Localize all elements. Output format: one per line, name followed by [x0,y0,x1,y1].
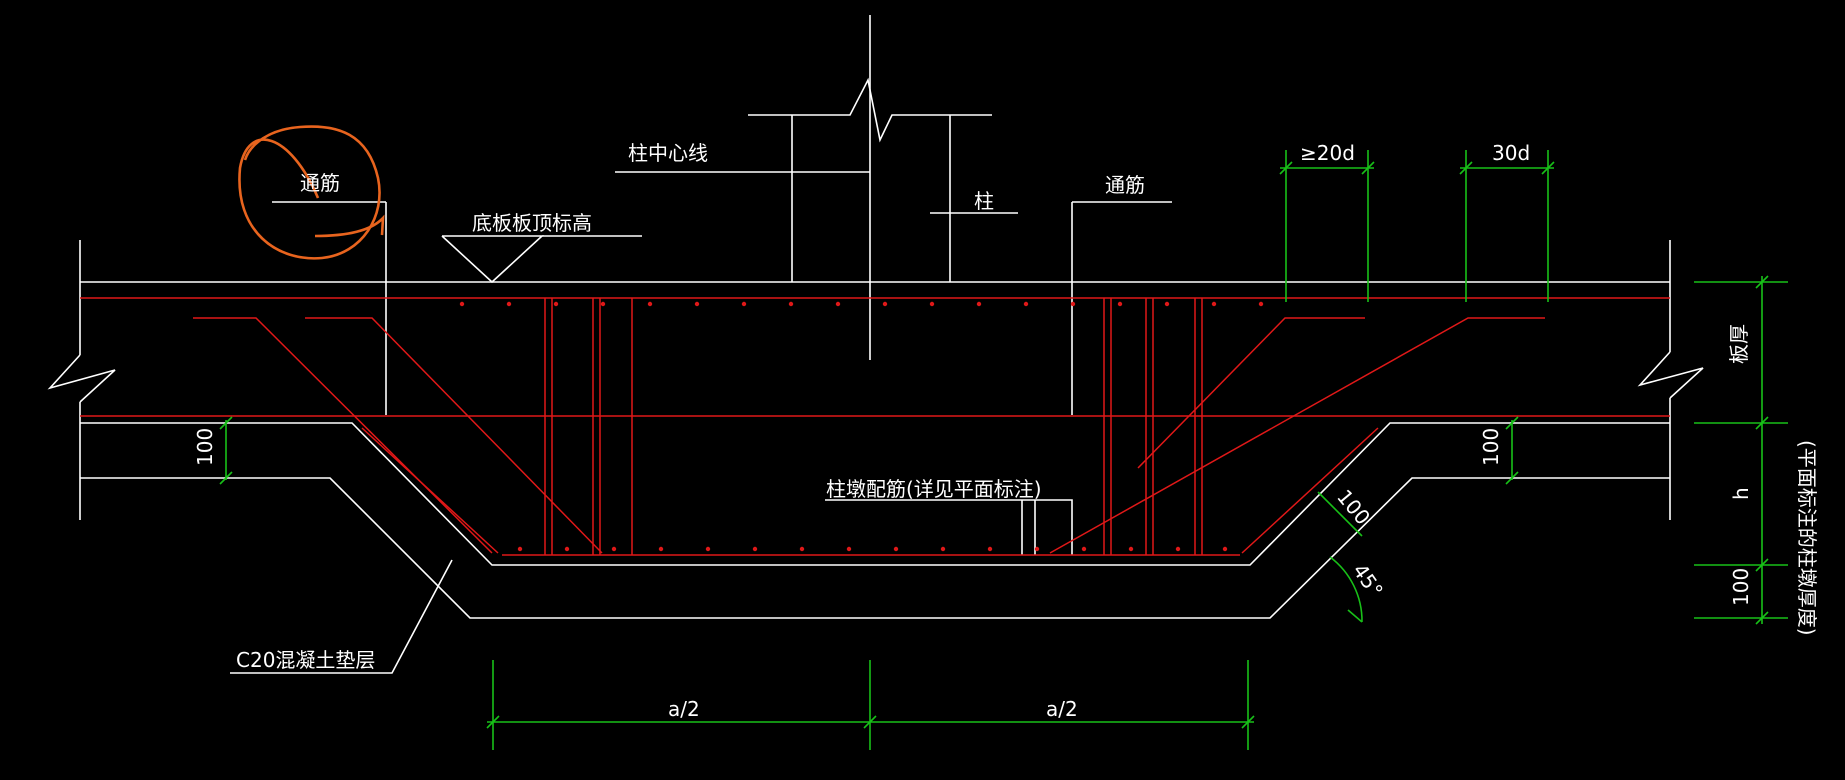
label-dim-100-left: 100 [193,428,217,466]
rebar-dot [987,546,993,552]
rebar-dot [1081,546,1087,552]
label-plan-note: (平面标注的柱墩厚度) [1795,440,1819,636]
rebar-dot [694,301,700,307]
through-bar-leaders [230,201,1172,674]
label-base-slab-top-elevation: 底板板顶标高 [472,211,592,235]
rebar-dot [705,546,711,552]
rebar-dot [564,546,570,552]
label-dim-100-right: 100 [1479,428,1503,466]
label-h: h [1729,487,1753,500]
label-dim-min-20d: ≥20d [1300,141,1355,165]
rebar-dot [976,301,982,307]
highlight-circle [238,125,385,260]
rebar-dot [788,301,794,307]
rebar-dot [741,301,747,307]
label-column-centerline: 柱中心线 [628,141,708,165]
label-dim-30d: 30d [1492,141,1530,165]
label-dim-100-bottom: 100 [1729,568,1753,606]
rebar-dot [600,301,606,307]
label-c20-cushion: C20混凝土垫层 [236,648,375,672]
label-column: 柱 [974,189,994,213]
rebar-dot [835,301,841,307]
dimensions [219,150,1788,750]
rebar-dot [1222,546,1228,552]
rebar-dot [1258,301,1264,307]
label-through-bar-left: 通筋 [300,171,340,195]
label-dim-100-slope: 100 [1332,485,1375,530]
drawing-labels: 通筋 柱中心线 底板板顶标高 柱 通筋 ≥20d 30d 柱墩配筋(详见平面标注… [193,141,1819,721]
rebar-dot [1175,546,1181,552]
rebar-dot [517,546,523,552]
rebar-dot [1211,301,1217,307]
rebar-dot [506,301,512,307]
label-half-a-right: a/2 [1046,697,1078,721]
rebar-dot [846,546,852,552]
rebar-dot [1128,546,1134,552]
label-through-bar-right: 通筋 [1105,173,1145,197]
rebar [80,297,1670,556]
rebar-dot [882,301,888,307]
rebar-dot [647,301,653,307]
rebar-dot [553,301,559,307]
elevation-symbol [441,235,642,284]
label-column-cap-reinforcement: 柱墩配筋(详见平面标注) [826,477,1042,501]
rebar-dot [929,301,935,307]
column-outline [615,15,1018,360]
rebar-dot [940,546,946,552]
rebar-dot [1164,301,1170,307]
rebar-dots [459,301,1264,552]
rebar-dot [752,546,758,552]
concrete-outline [47,240,1704,619]
rebar-dot [658,546,664,552]
rebar-dot [459,301,465,307]
rebar-dot [611,546,617,552]
label-angle-45: 45° [1348,559,1388,602]
rebar-dot [893,546,899,552]
rebar-dot [1117,301,1123,307]
label-half-a-left: a/2 [668,697,700,721]
rebar-dot [799,546,805,552]
rebar-dot [1070,301,1076,307]
rebar-dot [1023,301,1029,307]
rebar-dot [1034,546,1040,552]
label-slab-thickness: 板厚 [1727,324,1751,364]
